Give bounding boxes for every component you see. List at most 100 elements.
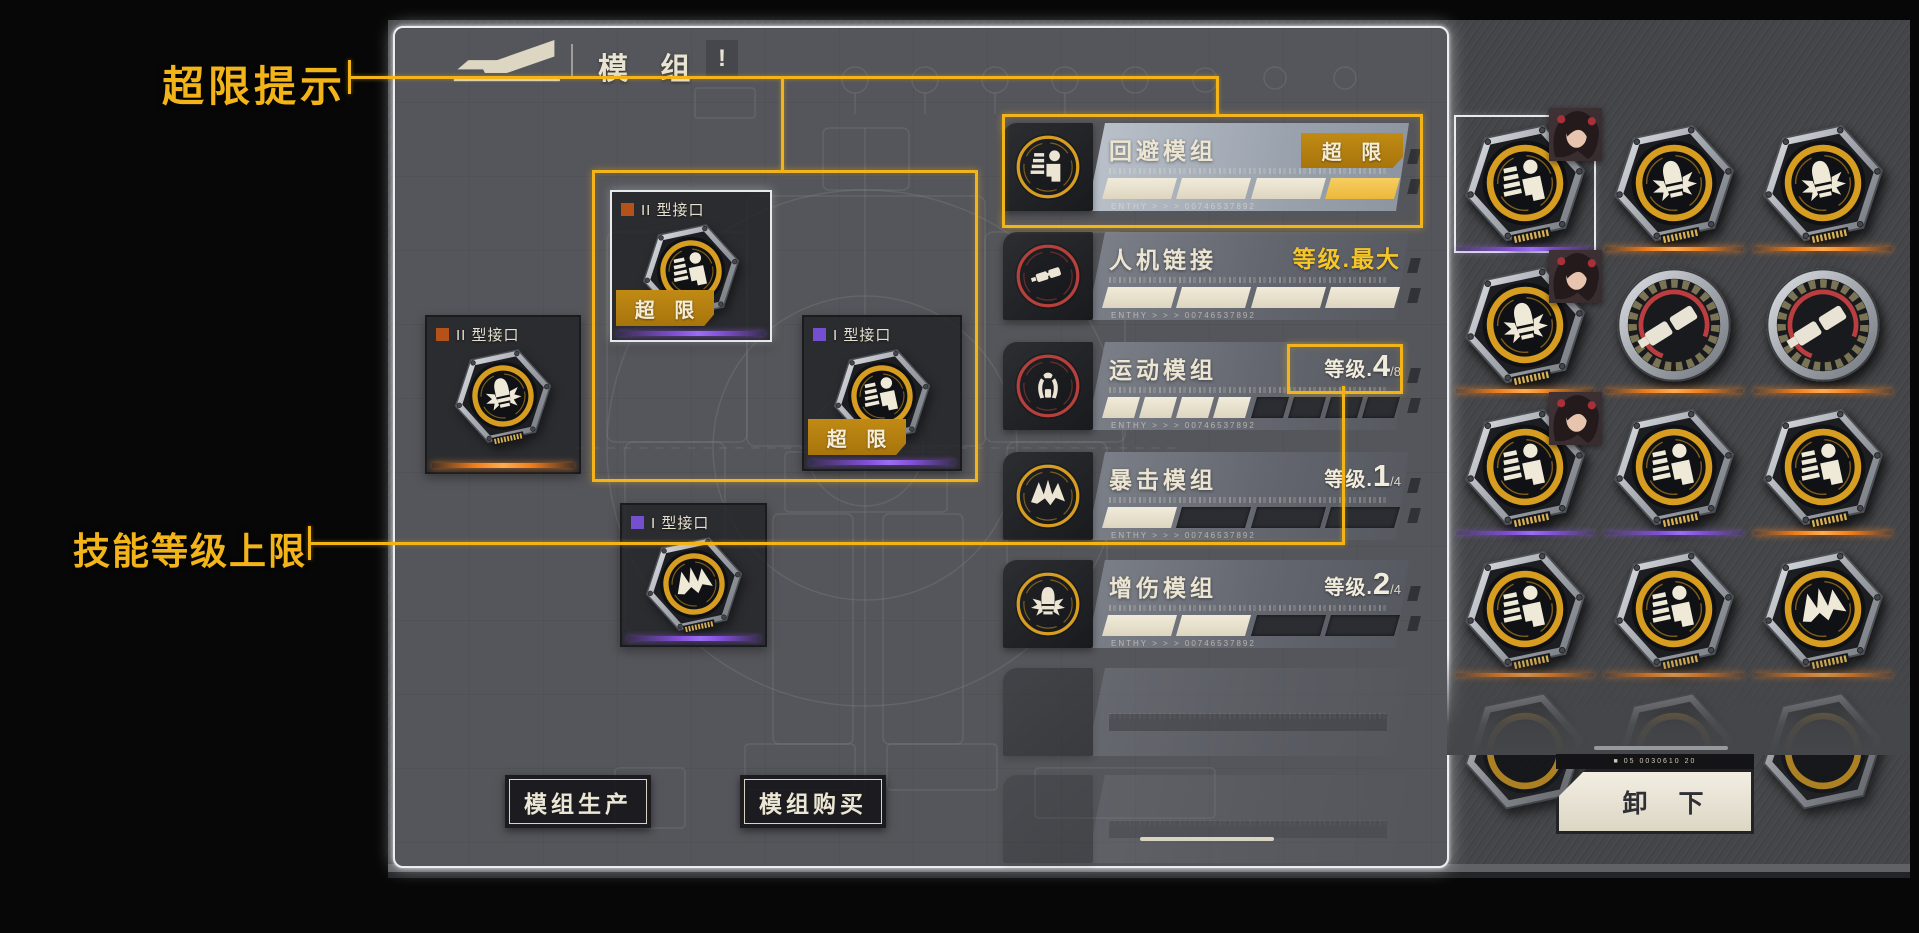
level-segment [1176,615,1252,636]
module-buy-button[interactable]: 模组购买 [740,775,886,828]
unequip-label: 卸 下 [1622,789,1716,818]
annotation-highlight-box-level [1287,344,1403,394]
cell-rarity-underline [1754,531,1892,535]
module-produce-label: 模组生产 [524,790,632,817]
level-segment [1250,507,1326,528]
inventory-cell-7[interactable] [1605,401,1743,535]
bullet-list-icon [1015,571,1081,637]
module-serial: ENTHY > > > 00746537892 [1111,531,1256,540]
equip-slot-3[interactable]: I 型接口 [620,503,767,647]
level-segment [1213,397,1252,418]
bullet-module-icon [1613,124,1735,246]
slot-rarity-underline [627,636,760,641]
module-serial: ENTHY > > > 00746537892 [1111,202,1256,211]
character-avatar [1549,108,1602,161]
inventory-cell-6[interactable] [1456,392,1602,535]
level-segment [1176,287,1252,308]
logo-icon [452,36,580,88]
level-segment [1324,287,1401,308]
row-notch [1407,398,1421,413]
slot-label-text: II 型接口 [641,202,705,219]
bullet-module-icon [454,349,552,446]
inventory-cell-9[interactable] [1456,543,1594,677]
module-serial: ENTHY > > > 00746537892 [1111,639,1256,648]
slot-label: II 型接口 [436,324,520,345]
inventory-cell-11[interactable] [1754,543,1892,677]
level-segment [1176,507,1252,528]
level-segment [1139,397,1178,418]
slot-label: II 型接口 [621,199,705,220]
module-name: 回避模组 [1109,138,1217,164]
module-level-segments [1101,615,1401,636]
character-avatar [1549,250,1602,303]
equip-slot-0[interactable]: II 型接口 [425,315,581,474]
inventory-cell-8[interactable] [1754,401,1892,535]
cell-rarity-underline [1754,247,1892,251]
module-level: 等级.4/8 [1324,348,1401,383]
grid-scrollbar[interactable] [1594,746,1728,750]
unequip-button[interactable]: ■ 05 0030610 20 卸 下 [1556,754,1754,834]
module-produce-button[interactable]: 模组生产 [505,775,651,828]
level-segment [1361,397,1401,418]
module-row-icon-block [1003,232,1093,320]
module-serial: ENTHY > > > 00746537892 [1111,421,1256,430]
slot-label-text: I 型接口 [651,515,710,532]
slot-rarity-underline [809,460,955,465]
row-notch [1407,368,1421,383]
inventory-cell-4[interactable] [1605,259,1743,393]
module-name: 运动模组 [1109,357,1217,383]
level-segment [1287,397,1326,418]
level-segment [1101,615,1178,636]
module-level: 等级.2/4 [1324,566,1401,601]
inventory-cell-5[interactable] [1754,259,1892,393]
person-module-icon [1464,550,1586,672]
annotation-highlight-box-evade-row [1002,114,1423,228]
inventory-cell-0[interactable] [1454,108,1602,253]
equip-slot-2[interactable]: I 型接口超 限 [802,315,962,471]
inventory-cell-1[interactable] [1605,117,1743,251]
level-segment [1101,507,1178,528]
module-row-2[interactable]: 运动模组 ENTHY > > > 00746537892 等级.4/8 [1003,342,1421,430]
module-description-microtext [1109,168,1387,174]
annotation-line [1342,386,1345,544]
cell-rarity-underline [1754,389,1892,393]
annotation-line [351,76,1219,79]
module-list-scrollbar[interactable] [1140,837,1274,841]
module-level-segments [1101,287,1401,308]
inventory-cell-3[interactable] [1456,250,1602,393]
module-row-icon-block [1003,452,1093,540]
bottom-edge-strip [388,864,1910,872]
level-segment [1324,507,1401,528]
slot-type-marker [621,203,634,216]
level-segment [1324,615,1401,636]
person-module-icon [1762,408,1884,530]
annotation-line [311,542,1345,545]
bottom-edge-shadow [388,872,1910,878]
slot-rarity-underline [432,463,574,468]
slot-label: I 型接口 [631,512,709,533]
equip-slot-1[interactable]: II 型接口超 限 [610,190,772,342]
level-segment [1250,287,1326,308]
slot-type-marker [631,516,644,529]
annotation-tick [308,526,311,560]
module-row-icon-block [1003,560,1093,648]
row-notch [1407,616,1421,631]
module-description-microtext [1109,497,1387,503]
row-notch [1407,478,1421,493]
crit-module-icon [1762,550,1884,672]
crit-module-icon [645,537,742,634]
slot-label: I 型接口 [813,324,891,345]
annotation-line [781,79,784,172]
module-row-empty-0 [1003,668,1415,756]
page-title: 模 组 [598,53,703,86]
cell-rarity-underline [1456,389,1594,393]
slot-type-marker [436,328,449,341]
inventory-cell-2[interactable] [1754,117,1892,251]
title-alert-badge: ! [706,40,738,78]
slot-module [622,531,765,637]
